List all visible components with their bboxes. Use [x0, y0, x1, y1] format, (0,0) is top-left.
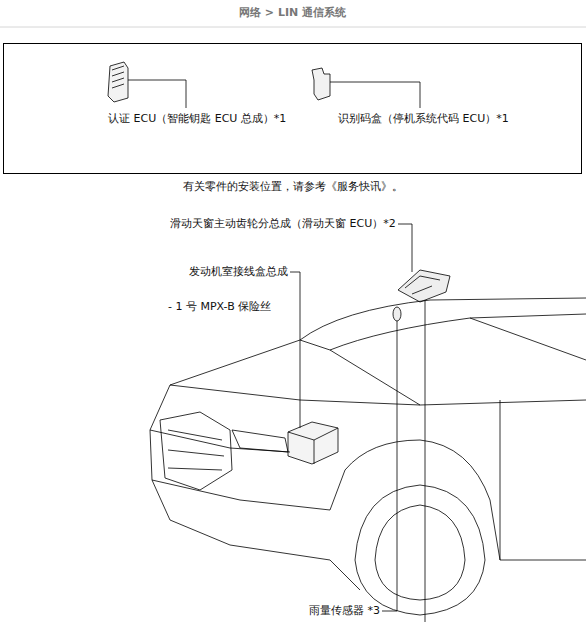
part-label: 滑动天窗主动齿轮分总成（滑动天窗 ECU）*2 [170, 217, 396, 231]
component-panel: 认证 ECU（智能钥匙 ECU 总成）*1 识别码盒（停机系统代码 ECU）*1 [3, 43, 582, 174]
ecu-icon [108, 62, 186, 108]
sunroof-ecu [398, 224, 450, 622]
rain-sensor [382, 307, 401, 611]
note-text: 有关零件的安装位置，请参考《服务快讯》。 [183, 180, 403, 194]
part-label: 发动机室接线盒总成 [189, 265, 288, 279]
part-label: 雨量传感器 *3 [309, 604, 380, 618]
part-label: 认证 ECU（智能钥匙 ECU 总成）*1 [108, 112, 286, 126]
part-label: 识别码盒（停机系统代码 ECU）*1 [338, 112, 509, 126]
code-box-icon [312, 68, 420, 108]
junction-box [288, 272, 338, 464]
header-rule [0, 27, 586, 28]
part-label: - 1 号 MPX-B 保险丝 [168, 300, 271, 314]
car-outline [150, 298, 586, 615]
page-header: 网络 > LIN 通信系统 [239, 6, 346, 20]
